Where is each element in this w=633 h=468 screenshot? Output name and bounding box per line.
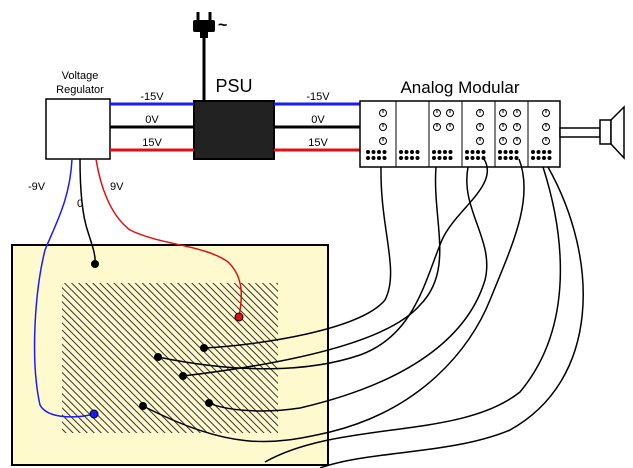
speaker-icon [559, 105, 625, 160]
module-jack [476, 156, 480, 160]
module-dividers [395, 101, 529, 167]
module-jack [448, 156, 453, 160]
voltage-regulator-label-line1: Voltage [62, 70, 99, 82]
module-jack [437, 150, 442, 154]
wire-pos9v [95, 158, 243, 318]
rail-label-right-neg: -15V [306, 91, 330, 103]
module-jack [465, 150, 469, 154]
module-jack [437, 156, 442, 160]
module-jack [371, 156, 376, 160]
module-jack [448, 150, 453, 154]
psu-label: PSU [215, 76, 252, 96]
rail-label-left-pos: 15V [142, 137, 162, 149]
module-jack [547, 150, 552, 154]
patch-cable-1 [203, 166, 392, 349]
module-jack [404, 156, 409, 160]
voltage-regulator-label-line2: Regulator [56, 84, 104, 96]
module-jack [470, 150, 475, 154]
module-jack [366, 150, 370, 154]
connection-point-pos9v [234, 312, 244, 322]
module-jack [481, 150, 486, 154]
module-jack [410, 156, 414, 160]
connection-point-ground [91, 260, 99, 268]
module-jack [410, 150, 414, 154]
module-jack [404, 150, 409, 154]
regulator-output-ground-label: 0 [77, 198, 83, 210]
module-jack [465, 156, 469, 160]
regulator-output-neg9v-label: -9V [28, 181, 46, 193]
module-jack [432, 150, 436, 154]
patch-cable-3 [208, 166, 488, 412]
module-jack [366, 156, 370, 160]
module-jack [443, 156, 447, 160]
module-jack [531, 150, 535, 154]
module-controls [366, 109, 552, 160]
connection-points [89, 260, 244, 419]
module-jack [536, 156, 541, 160]
connection-point-c [179, 372, 187, 380]
rail-label-right-pos: 15V [308, 137, 328, 149]
connection-point-d [205, 399, 213, 407]
module-jack [547, 156, 552, 160]
module-jack [377, 156, 381, 160]
patch-cable-6 [264, 166, 562, 463]
hatched-circuit-area [62, 283, 278, 433]
module-jack [371, 150, 376, 154]
module-jack [415, 150, 420, 154]
module-jack [509, 156, 513, 160]
module-jack [415, 156, 420, 160]
patch-cable-4 [157, 158, 488, 370]
rail-label-left-ground: 0V [145, 114, 159, 126]
module-jack [382, 150, 387, 154]
patch-cable-7 [319, 166, 584, 468]
patch-cables [142, 158, 584, 468]
module-jack [536, 150, 541, 154]
module-jack [432, 156, 436, 160]
wire-neg9v [33, 158, 95, 418]
module-jack [531, 156, 535, 160]
module-jack [503, 156, 508, 160]
connection-point-a [200, 344, 208, 352]
connection-point-e [139, 402, 147, 410]
patch-cable-5 [142, 158, 525, 443]
module-jack [382, 156, 387, 160]
rail-label-right-ground: 0V [311, 114, 325, 126]
rail-label-left-neg: -15V [140, 91, 164, 103]
module-jack [377, 150, 381, 154]
wire-ground [79, 158, 96, 265]
module-jack [542, 150, 546, 154]
module-jack [470, 156, 475, 160]
module-jack [498, 150, 502, 154]
module-jack [514, 156, 519, 160]
module-jack [498, 156, 502, 160]
mains-symbol: ~ [218, 17, 227, 34]
psu-box [193, 100, 275, 160]
module-jack [514, 150, 519, 154]
patch-cable-2 [182, 166, 441, 377]
module-jack [399, 150, 403, 154]
module-jack [443, 150, 447, 154]
connection-point-neg9v [89, 409, 99, 419]
voltage-regulator-box [45, 98, 111, 160]
module-jack [509, 150, 513, 154]
module-jack [503, 150, 508, 154]
module-jack [476, 150, 480, 154]
connection-point-b [154, 353, 162, 361]
mains-plug-icon [193, 12, 215, 101]
analog-modular-rack [359, 100, 561, 168]
module-jack [399, 156, 403, 160]
analog-modular-label: Analog Modular [400, 78, 519, 97]
module-jack [542, 156, 546, 160]
regulator-output-pos9v-label: 9V [110, 181, 124, 193]
